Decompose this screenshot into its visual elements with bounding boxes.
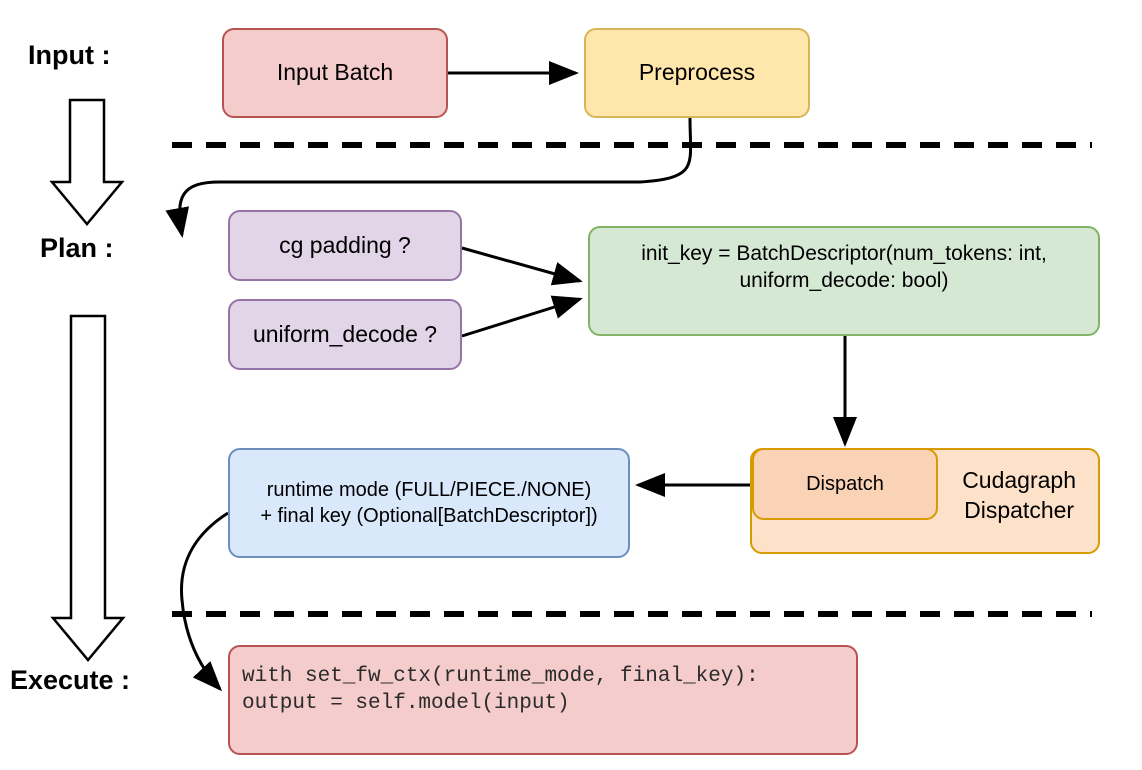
- edge-runtime-mode-to-execute-code: [179, 511, 229, 692]
- node-runtime-mode-label: runtime mode (FULL/PIECE./NONE) + final …: [260, 479, 598, 527]
- node-input-batch-label: Input Batch: [276, 59, 394, 86]
- edge-uniform-decode-to-init-key: [461, 295, 583, 338]
- node-init-key[interactable]: init_key = BatchDescriptor(num_tokens: i…: [588, 226, 1100, 336]
- node-dispatch[interactable]: Dispatch: [752, 448, 938, 520]
- node-uniform-decode[interactable]: uniform_decode ?: [228, 299, 462, 370]
- node-execute-code-label: with set_fw_ctx(runtime_mode, final_key)…: [242, 665, 759, 716]
- node-cudagraph-dispatcher-label: Cudagraph Dispatcher: [962, 467, 1076, 523]
- node-uniform-decode-label: uniform_decode ?: [252, 320, 438, 347]
- node-cg-padding-label: cg padding ?: [279, 231, 411, 258]
- node-runtime-mode[interactable]: runtime mode (FULL/PIECE./NONE) + final …: [228, 448, 630, 558]
- plan-to-execute-arrow: [50, 314, 126, 662]
- node-preprocess[interactable]: Preprocess: [584, 28, 810, 118]
- edge-preprocess-to-cg-padding: [165, 117, 693, 238]
- stage-label-execute: Execute :: [10, 665, 131, 695]
- stage-label-input: Input :: [28, 40, 111, 70]
- node-preprocess-label: Preprocess: [638, 59, 756, 86]
- node-execute-code[interactable]: with set_fw_ctx(runtime_mode, final_key)…: [228, 645, 858, 755]
- node-dispatch-label: Dispatch: [806, 473, 884, 495]
- node-input-batch[interactable]: Input Batch: [222, 28, 448, 118]
- node-init-key-label: init_key = BatchDescriptor(num_tokens: i…: [641, 242, 1047, 293]
- edge-cg-padding-to-init-key: [461, 246, 583, 286]
- input-to-plan-arrow: [49, 98, 125, 226]
- stage-label-plan: Plan :: [40, 233, 114, 263]
- node-cg-padding[interactable]: cg padding ?: [228, 210, 462, 281]
